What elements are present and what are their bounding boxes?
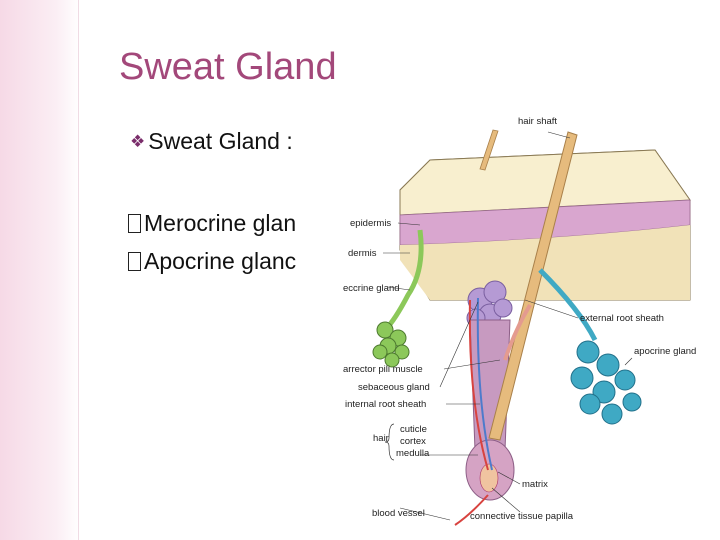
label-arrector-pili-muscle: arrector pili muscle [343,364,423,375]
sub-bullet-merocrine: Merocrine glan [128,210,296,237]
papilla [479,463,499,493]
slide-title: Sweat Gland [119,46,337,88]
missing-glyph-icon [128,252,141,271]
label-external-root-sheath: external root sheath [580,313,664,324]
label-blood-vessel: blood vessel [372,508,425,519]
second-hair-shaft [479,129,499,171]
apocrine-coil [570,340,642,425]
label-hair: hair [373,433,389,444]
sub-bullet-text: Apocrine glanc [144,248,297,274]
missing-glyph-icon [128,214,141,233]
arrector-pili-muscle-shape [503,303,532,361]
blood-vessel-exit [454,494,489,526]
label-cuticle: cuticle [400,424,427,435]
label-apocrine-gland: apocrine gland [634,346,696,357]
sidebar-divider [78,0,79,540]
diamond-bullet-icon: ❖ [130,132,146,151]
slide-sidebar-decoration [0,0,80,540]
blood-vessel-red [468,299,489,471]
sub-bullet-text: Merocrine glan [144,210,297,236]
skin-gland-diagram: hair shaft epidermis dermis eccrine glan… [335,108,720,540]
label-internal-root-sheath: internal root sheath [345,399,426,410]
label-epidermis: epidermis [350,218,391,229]
label-medulla: medulla [396,448,430,459]
eccrine-coil [372,321,410,368]
label-cortex: cortex [400,436,426,447]
eccrine-duct [383,229,424,332]
leader-lines [383,131,633,521]
blood-vessel-blue [476,297,493,471]
label-dermis: dermis [348,248,377,259]
apocrine-duct [538,268,598,342]
label-eccrine-gland: eccrine gland [343,283,400,294]
bullet-main: ❖Sweat Gland : [130,128,293,155]
label-matrix: matrix [522,479,548,490]
label-hair: hair shaft [518,116,557,127]
label-sebaceous-gland: sebaceous gland [358,382,430,393]
hair-brace [384,423,395,461]
sub-bullet-apocrine: Apocrine glanc [128,248,296,275]
label-connective-tissue-papilla: connective tissue papilla [470,511,574,522]
bullet-main-text: Sweat Gland : [148,128,293,154]
